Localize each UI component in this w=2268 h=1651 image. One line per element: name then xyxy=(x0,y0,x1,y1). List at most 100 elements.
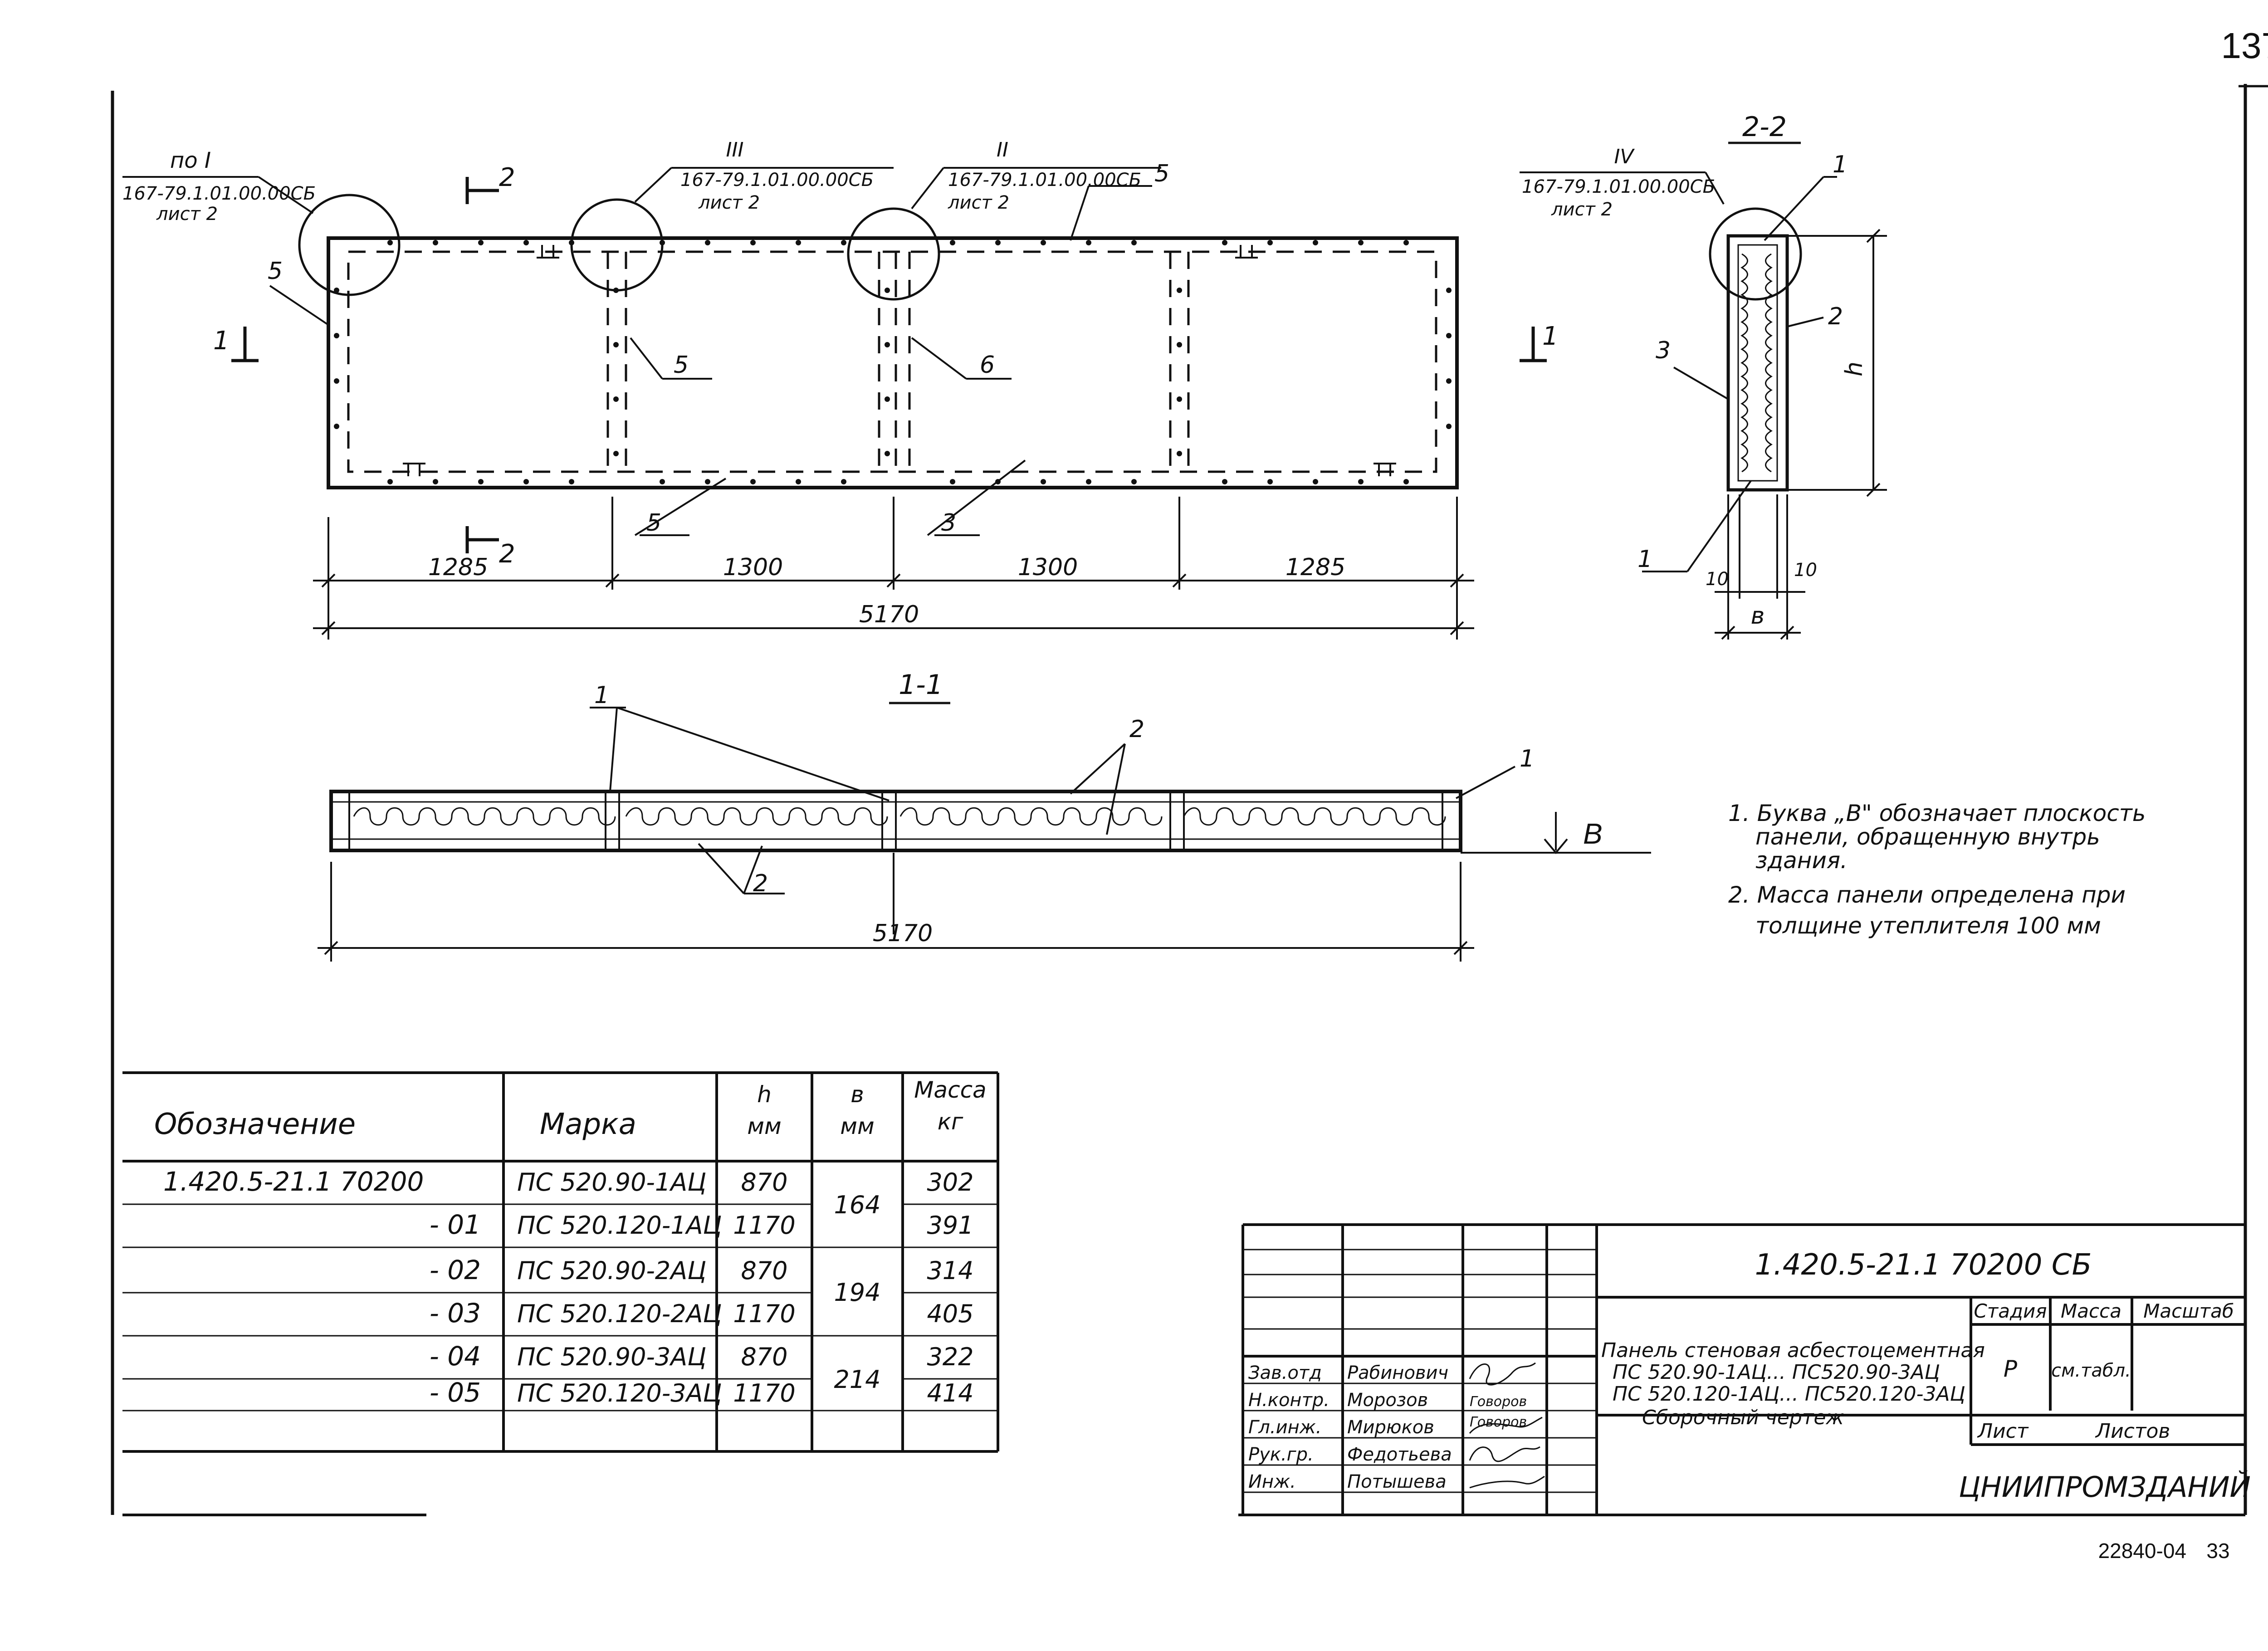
section-1-1-title: 1-1 xyxy=(899,669,943,701)
spec-row-2-h: 1170 xyxy=(733,1211,795,1240)
spec-header-b: в xyxy=(850,1081,864,1108)
section-1-1: 1-1 xyxy=(318,669,1651,962)
section-2-2-callout-code: 167-79.1.01.00.00СБ xyxy=(1522,176,1715,197)
spec-row-4-mass: 405 xyxy=(927,1299,973,1328)
spec-header-h-unit: мм xyxy=(747,1113,781,1139)
spec-row-1-mark: ПС 520.90-1АЦ xyxy=(517,1168,706,1197)
spec-header-mark: Марка xyxy=(540,1108,636,1141)
spec-row-6-code: - 05 xyxy=(430,1377,481,1408)
spec-row-1-code: 1.420.5-21.1 70200 xyxy=(163,1166,424,1197)
pos-5-right: 5 xyxy=(1154,160,1169,187)
dim-1285-right: 1285 xyxy=(1286,554,1345,581)
section-2-2-dim-10-right: 10 xyxy=(1794,560,1817,581)
callout-1-top: по I xyxy=(170,148,211,173)
section-1-1-b-label: В xyxy=(1583,817,1603,850)
pos-3: 3 xyxy=(941,509,956,537)
spec-row-4-code: - 03 xyxy=(430,1298,481,1329)
panel-top-view: по I 167-79.1.01.00.00СБ лист 2 III 167-… xyxy=(122,138,1559,640)
spec-row-2-mark: ПС 520.120-1АЦ xyxy=(517,1211,722,1240)
section-2-2: 2-2 IV 167-79.1.01.00.00СБ лист 2 xyxy=(1520,111,1887,640)
role-2: Н.контр. xyxy=(1248,1390,1330,1411)
sec-2-top: 2 xyxy=(499,163,515,192)
spec-row-4-mark: ПС 520.120-2АЦ xyxy=(517,1299,722,1328)
organization: ЦНИИПРОМЗДАНИЙ xyxy=(1959,1470,2251,1504)
signatures xyxy=(1469,1362,1545,1489)
dim-1285-left: 1285 xyxy=(428,554,488,581)
spec-row-1-h: 870 xyxy=(741,1168,787,1197)
note-line-3: здания. xyxy=(1755,847,1848,874)
title-line-3: ПС 520.120-1АЦ... ПС520.120-3АЦ xyxy=(1613,1382,1965,1406)
spec-header-mass-unit: кг xyxy=(938,1109,963,1135)
spec-row-5-b: 214 xyxy=(834,1365,880,1394)
callout-1-code: 167-79.1.01.00.00СБ xyxy=(122,183,316,204)
callout-2-code: 167-79.1.01.00.00СБ xyxy=(680,170,874,190)
callout-2-sheet: лист 2 xyxy=(698,192,760,213)
role-1: Зав.отд xyxy=(1248,1363,1322,1383)
spec-header-mass: Масса xyxy=(914,1077,986,1103)
section-2-2-pos-3: 3 xyxy=(1656,337,1671,364)
stage-header: Стадия xyxy=(1974,1300,2047,1322)
role-4: Рук.гр. xyxy=(1248,1444,1314,1465)
name-3: Мирюков xyxy=(1347,1417,1434,1438)
spec-row-6-mass: 414 xyxy=(927,1379,973,1407)
spec-header-h: h xyxy=(757,1081,772,1108)
sec-1-left: 1 xyxy=(213,326,230,356)
spec-header-code: Обозначение xyxy=(154,1108,356,1141)
title-line-4: Сборочный чертеж xyxy=(1642,1406,1844,1429)
spec-row-3-code: - 02 xyxy=(430,1255,481,1285)
role-3: Гл.инж. xyxy=(1248,1417,1321,1438)
pos-5-mid: 5 xyxy=(674,352,689,379)
pos-5-left: 5 xyxy=(268,258,283,285)
section-2-2-dim-10-left: 10 xyxy=(1706,569,1729,590)
section-2-2-pos-1-top: 1 xyxy=(1833,151,1848,178)
notes: 1. Буква „В" обозначает плоскость панели… xyxy=(1728,800,2146,939)
mass-value: см.табл. xyxy=(2051,1360,2131,1381)
spec-row-5-mass: 322 xyxy=(927,1343,973,1371)
pos-5-bottom: 5 xyxy=(646,509,661,537)
footer-page: 33 xyxy=(2206,1539,2229,1563)
role-5: Инж. xyxy=(1248,1471,1296,1492)
sec-1-right: 1 xyxy=(1542,322,1559,351)
section-1-1-pos-2-bottom: 2 xyxy=(753,870,768,897)
spec-header-b-unit: мм xyxy=(840,1113,874,1139)
sheets-header: Листов xyxy=(2095,1420,2170,1443)
callout-2-top: III xyxy=(726,138,744,161)
note-line-1: 1. Буква „В" обозначает плоскость xyxy=(1728,800,2146,826)
footer-code: 22840-04 xyxy=(2098,1539,2186,1563)
sign-2: Говоров xyxy=(1470,1394,1527,1410)
section-2-2-dim-b: в xyxy=(1751,602,1765,630)
spec-row-3-b: 194 xyxy=(834,1278,880,1307)
dim-1300-left: 1300 xyxy=(723,554,783,581)
spec-row-3-h: 870 xyxy=(741,1256,787,1285)
section-2-2-title: 2-2 xyxy=(1742,111,1787,143)
stage-value: Р xyxy=(2004,1356,2018,1382)
spec-row-5-h: 870 xyxy=(741,1343,787,1371)
spec-table: Обозначение Марка h мм в мм Масса кг 1.4… xyxy=(122,1071,999,1453)
sign-3: Говоров xyxy=(1470,1414,1527,1430)
title-line-1: Панель стеновая асбестоцементная xyxy=(1601,1339,1985,1362)
pos-6: 6 xyxy=(980,352,995,379)
callout-3-top: II xyxy=(997,138,1008,161)
sheet-header: Лист xyxy=(1977,1420,2029,1443)
note-line-4: 2. Масса панели определена при xyxy=(1728,882,2126,908)
spec-row-5-mark: ПС 520.90-3АЦ xyxy=(517,1343,706,1371)
title-block: 1.420.5-21.1 70200 СБ Панель стеновая ас… xyxy=(1242,1223,2251,1515)
name-4: Федотьева xyxy=(1347,1444,1452,1465)
spec-row-2-code: - 01 xyxy=(430,1209,481,1240)
spec-row-2-mass: 391 xyxy=(927,1211,973,1240)
sheet-frame xyxy=(111,84,2268,1516)
note-line-2: панели, обращенную внутрь xyxy=(1755,824,2100,850)
spec-row-4-h: 1170 xyxy=(733,1299,795,1328)
spec-row-3-mark: ПС 520.90-2АЦ xyxy=(517,1256,706,1285)
callout-1-sheet: лист 2 xyxy=(156,204,218,225)
spec-row-6-mark: ПС 520.120-3АЦ xyxy=(517,1379,722,1407)
spec-row-3-mass: 314 xyxy=(927,1256,973,1285)
section-1-1-pos-1-right: 1 xyxy=(1520,745,1535,772)
section-2-2-pos-1-bottom: 1 xyxy=(1637,546,1652,573)
spec-row-5-code: - 04 xyxy=(430,1341,481,1372)
page-number: 137 xyxy=(2221,25,2268,66)
spec-row-1-b: 164 xyxy=(834,1191,880,1219)
sec-2-bottom: 2 xyxy=(499,539,515,569)
name-5: Потышева xyxy=(1347,1471,1447,1492)
